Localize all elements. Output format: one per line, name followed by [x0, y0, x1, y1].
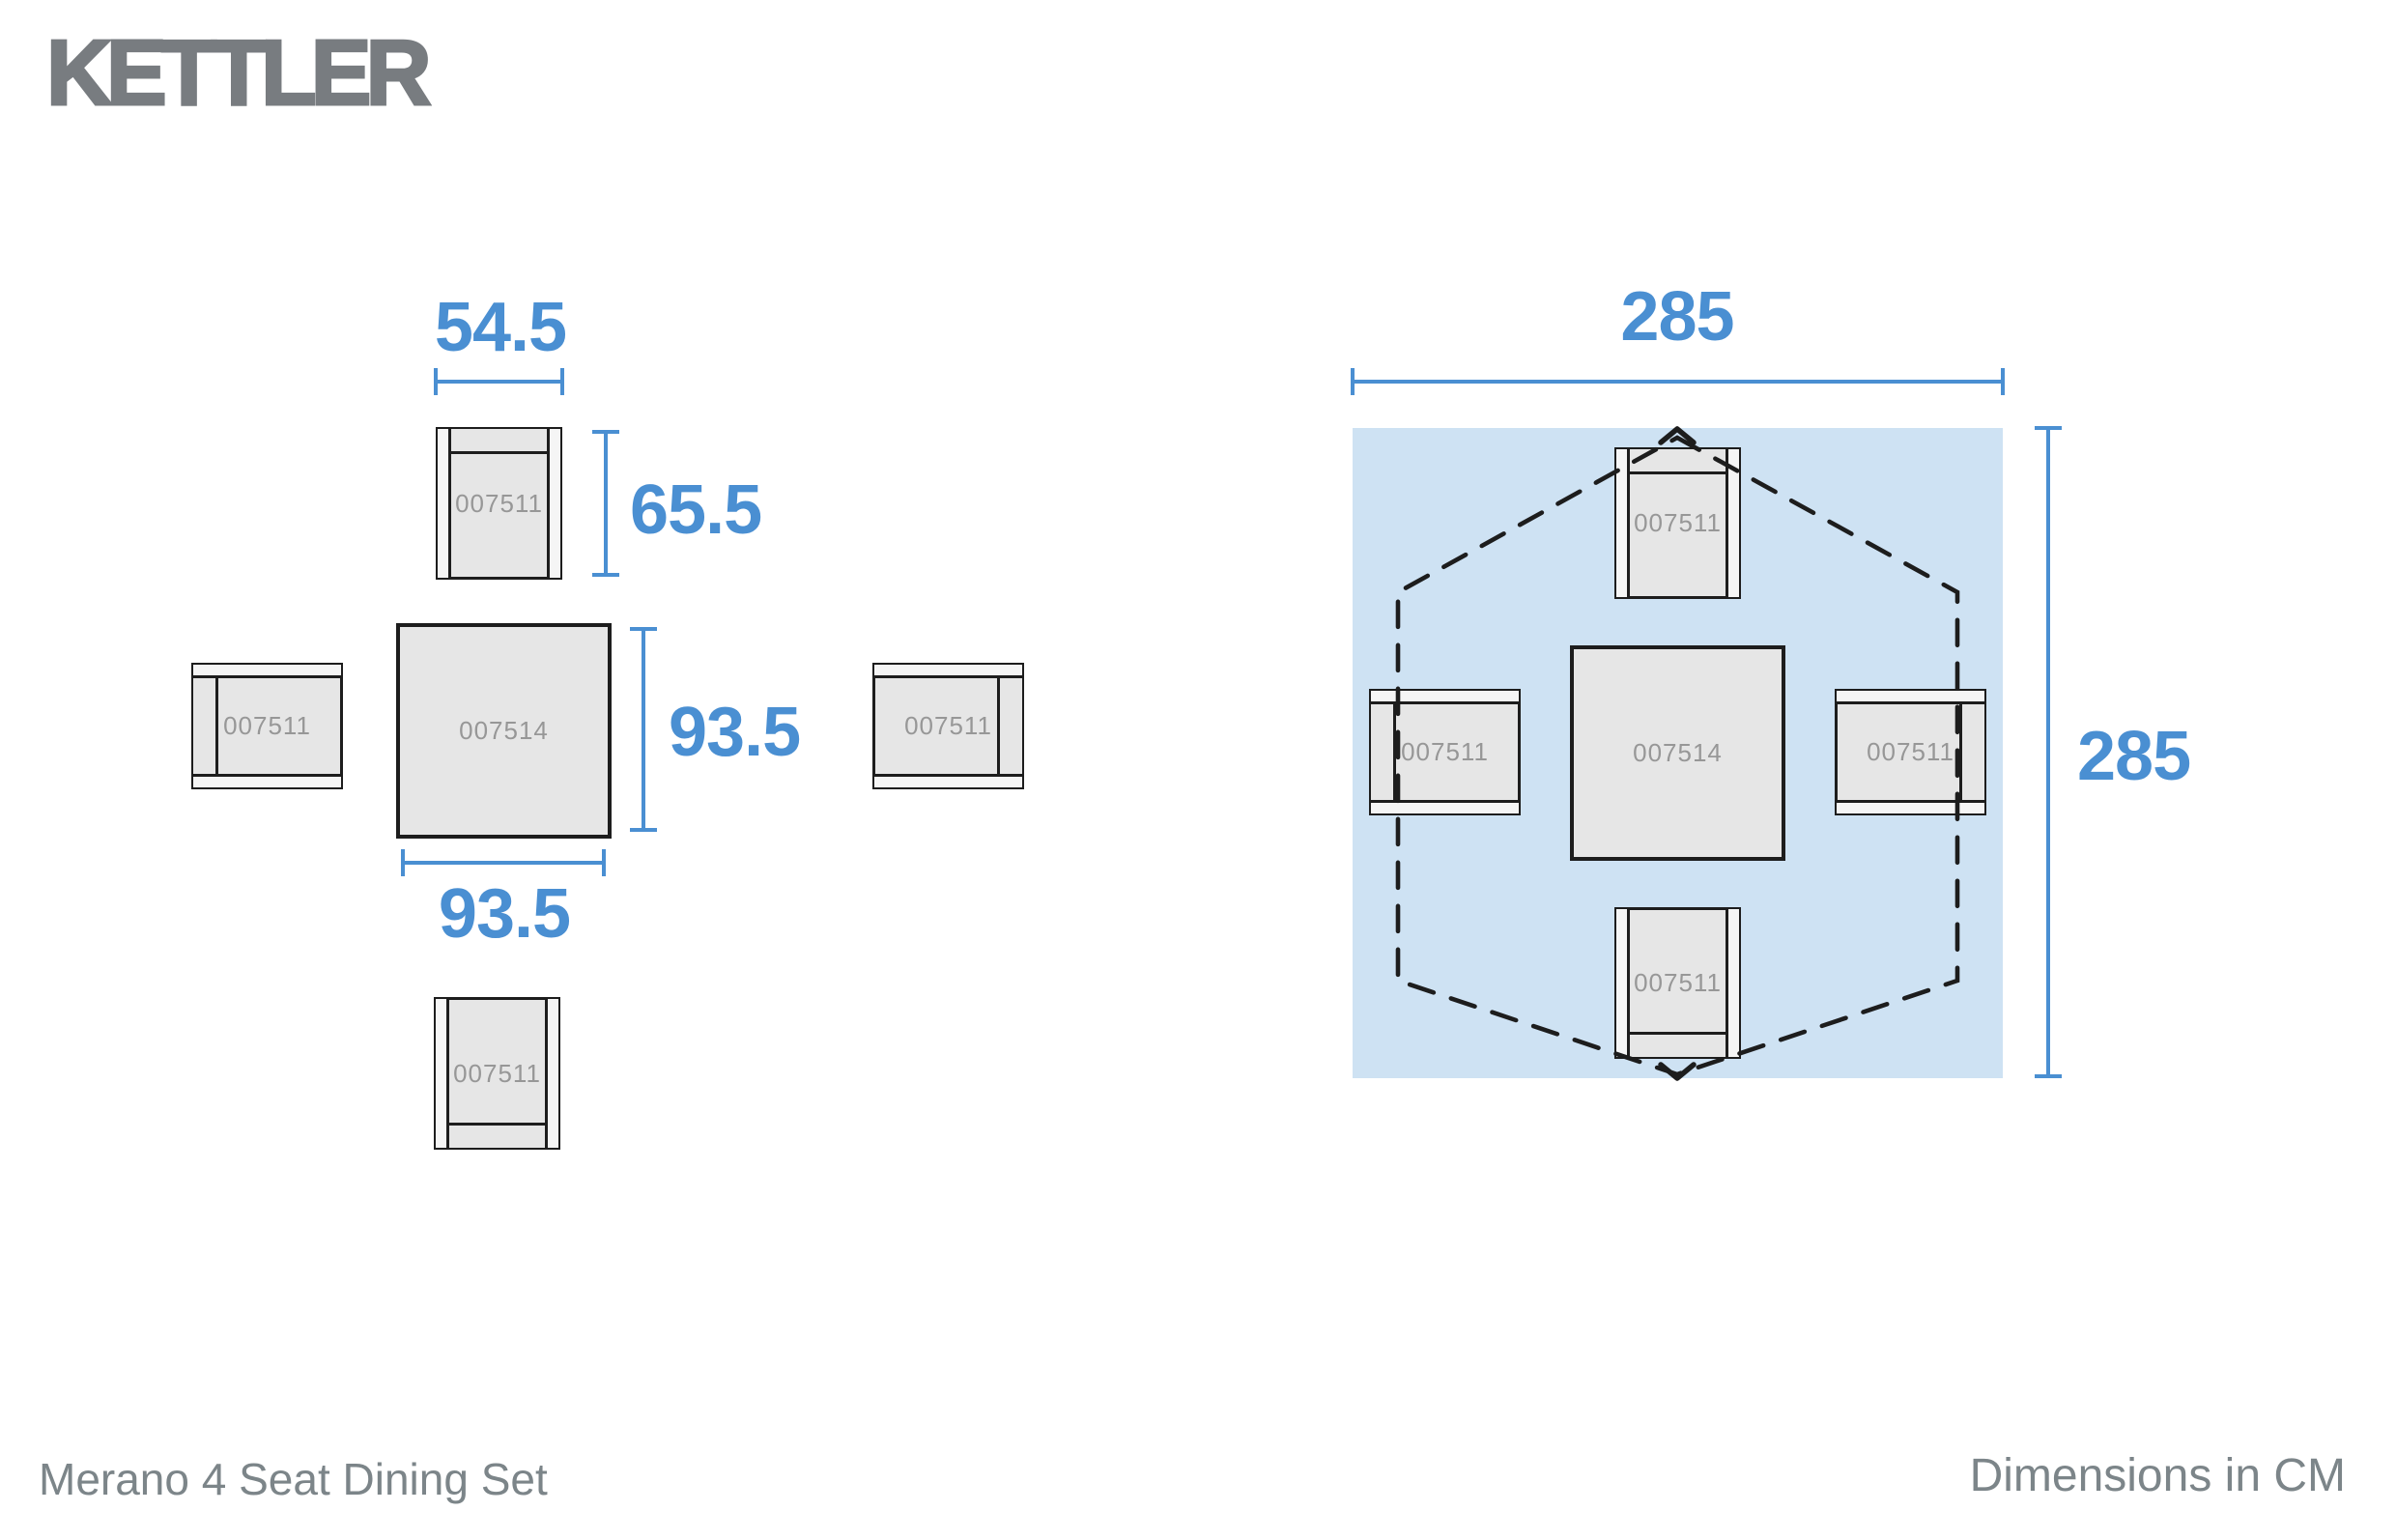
table-part-number: 007514 [459, 716, 549, 745]
chair-part-number: 007511 [223, 711, 311, 740]
dimension-tick [1351, 368, 1355, 395]
product-name: Merano 4 Seat Dining Set [39, 1454, 548, 1504]
chair-armrest [545, 999, 558, 1148]
chair-part-number: 007511 [1634, 508, 1722, 537]
dimension-tick [592, 573, 619, 577]
kettler-logo: KETTLER [45, 21, 433, 125]
dimension-tick [630, 627, 657, 631]
chair-right: 007511 [872, 663, 1024, 789]
chair-right: 007511 [1835, 689, 1986, 815]
dining-table: 007514 [396, 623, 612, 839]
clearance-width-dimension-line [1353, 380, 2003, 384]
table-depth-dimension-label: 93.5 [669, 694, 801, 771]
chair-backrest [193, 678, 218, 774]
dimension-tick [602, 849, 606, 876]
dimension-tick [2035, 1074, 2062, 1078]
chair-armrest [193, 774, 341, 787]
chair-part-number: 007511 [1401, 737, 1489, 766]
chair-armrest [1371, 800, 1519, 813]
table-depth-dimension-line [642, 629, 645, 832]
chair-backrest [1959, 704, 1984, 800]
dimension-tick [2001, 368, 2005, 395]
chair-top: 007511 [436, 427, 562, 580]
dimension-tick [592, 430, 619, 434]
dimension-tick [434, 368, 438, 395]
chair-armrest [1837, 691, 1984, 704]
chair-armrest [1726, 909, 1739, 1057]
chair-armrest [1371, 691, 1519, 704]
chair-bottom: 007511 [1614, 907, 1741, 1059]
chair-backrest [449, 1123, 545, 1148]
chair-armrest [1726, 449, 1739, 597]
chair-width-dimension-line [436, 380, 562, 384]
chair-left: 007511 [1369, 689, 1521, 815]
chair-armrest [874, 665, 1022, 678]
chair-armrest [1837, 800, 1984, 813]
chair-armrest [547, 429, 560, 578]
chair-part-number: 007511 [1634, 968, 1722, 997]
chair-armrest [1616, 909, 1630, 1057]
dimension-tick [2035, 426, 2062, 430]
chair-backrest [1630, 449, 1726, 474]
chair-part-number: 007511 [453, 1058, 541, 1088]
chair-backrest [997, 678, 1022, 774]
chair-width-dimension-label: 54.5 [434, 289, 567, 366]
table-part-number: 007514 [1633, 738, 1723, 767]
chair-top: 007511 [1614, 447, 1741, 599]
chair-bottom: 007511 [434, 997, 560, 1150]
chair-armrest [438, 429, 451, 578]
chair-backrest [451, 429, 547, 454]
dimension-tick [630, 828, 657, 832]
dimension-tick [560, 368, 564, 395]
clearance-width-dimension-label: 285 [1620, 278, 1734, 356]
chair-armrest [436, 999, 449, 1148]
chair-left: 007511 [191, 663, 343, 789]
chair-part-number: 007511 [455, 488, 543, 518]
chair-armrest [1616, 449, 1630, 597]
chair-armrest [874, 774, 1022, 787]
clearance-depth-dimension-label: 285 [2077, 718, 2191, 795]
chair-backrest [1630, 1032, 1726, 1057]
table-width-dimension-line [403, 861, 604, 865]
dimension-tick [401, 849, 405, 876]
clearance-depth-dimension-line [2046, 428, 2050, 1078]
chair-depth-dimension-label: 65.5 [630, 471, 762, 549]
chair-part-number: 007511 [1867, 737, 1954, 766]
table-width-dimension-label: 93.5 [438, 875, 571, 953]
dining-table: 007514 [1570, 645, 1785, 861]
chair-armrest [193, 665, 341, 678]
units-note: Dimensions in CM [1969, 1450, 2346, 1501]
chair-part-number: 007511 [904, 711, 992, 740]
chair-depth-dimension-line [604, 432, 608, 577]
chair-backrest [1371, 704, 1396, 800]
